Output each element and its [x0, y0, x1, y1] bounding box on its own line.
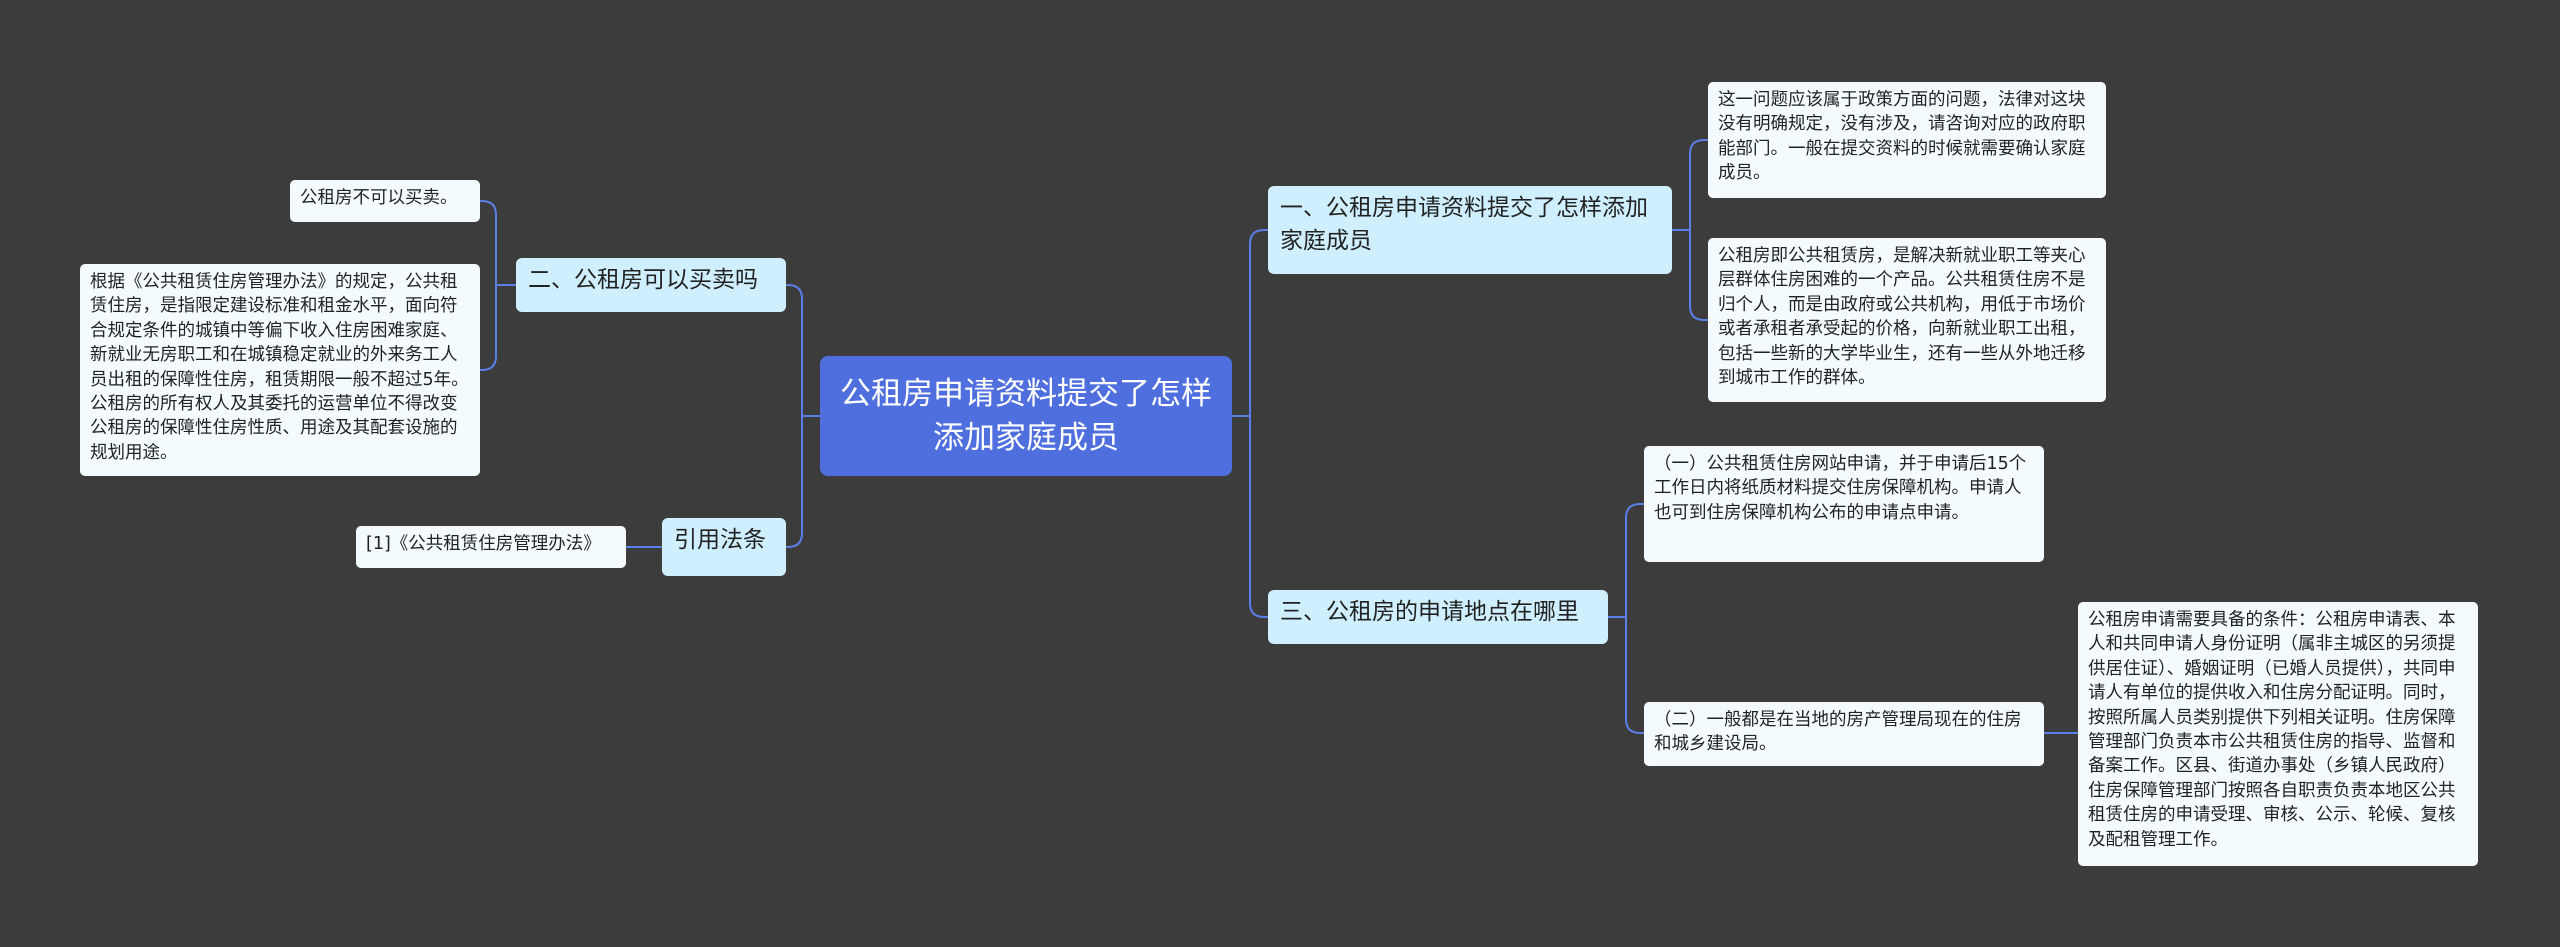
connector-branch1-leaf1 — [1672, 139, 1708, 231]
leaf-text: （一）公共租赁住房网站申请，并于申请后15个工作日内将纸质材料提交住房保障机构。… — [1654, 454, 2027, 523]
branch-node-1[interactable]: 一、公租房申请资料提交了怎样添加家庭成员 — [1268, 186, 1672, 274]
connector-branch3-leaf1 — [1608, 503, 1644, 618]
branch-label: 一、公租房申请资料提交了怎样添加家庭成员 — [1280, 195, 1648, 254]
connector-root-branch2 — [786, 284, 820, 417]
branch-label: 引用法条 — [674, 527, 766, 553]
leaf-node-2-1[interactable]: 公租房不可以买卖。 — [290, 180, 480, 222]
leaf-text: 公租房申请需要具备的条件：公租房申请表、本人和共同申请人身份证明（属非主城区的另… — [2088, 610, 2456, 850]
connector-root-branch3 — [1249, 416, 1268, 618]
leaf-text: 公租房即公共租赁房，是解决新就业职工等夹心层群体住房困难的一个产品。公共租赁住房… — [1718, 246, 2086, 389]
leaf-node-2-2[interactable]: 根据《公共租赁住房管理办法》的规定，公共租赁住房，是指限定建设标准和租金水平，面… — [80, 264, 480, 476]
leaf-text: [1]《公共租赁住房管理办法》 — [366, 534, 601, 554]
leaf-text: 根据《公共租赁住房管理办法》的规定，公共租赁住房，是指限定建设标准和租金水平，面… — [90, 272, 469, 463]
branch-node-4[interactable]: 引用法条 — [662, 518, 786, 576]
leaf-node-1-2[interactable]: 公租房即公共租赁房，是解决新就业职工等夹心层群体住房困难的一个产品。公共租赁住房… — [1708, 238, 2106, 402]
leaf-node-3-1[interactable]: （一）公共租赁住房网站申请，并于申请后15个工作日内将纸质材料提交住房保障机构。… — [1644, 446, 2044, 562]
leaf-node-1-1[interactable]: 这一问题应该属于政策方面的问题，法律对这块没有明确规定，没有涉及，请咨询对应的政… — [1708, 82, 2106, 198]
connector-branch2-leaf2 — [480, 285, 497, 371]
leaf-node-3-2-1[interactable]: 公租房申请需要具备的条件：公租房申请表、本人和共同申请人身份证明（属非主城区的另… — [2078, 602, 2478, 866]
leaf-text: （二）一般都是在当地的房产管理局现在的住房和城乡建设局。 — [1654, 710, 2022, 755]
branch-label: 二、公租房可以买卖吗 — [528, 267, 758, 293]
root-label: 公租房申请资料提交了怎样添加家庭成员 — [840, 376, 1212, 456]
leaf-node-4-1[interactable]: [1]《公共租赁住房管理办法》 — [356, 526, 626, 568]
root-node[interactable]: 公租房申请资料提交了怎样添加家庭成员 — [820, 356, 1232, 476]
leaf-text: 公租房不可以买卖。 — [300, 188, 458, 208]
connector-branch3-leaf2 — [1625, 617, 1644, 734]
connector-root-branch4 — [786, 416, 803, 548]
connector-branch2-leaf1 — [480, 200, 516, 286]
leaf-node-3-2[interactable]: （二）一般都是在当地的房产管理局现在的住房和城乡建设局。 — [1644, 702, 2044, 766]
branch-label: 三、公租房的申请地点在哪里 — [1280, 599, 1579, 625]
branch-node-3[interactable]: 三、公租房的申请地点在哪里 — [1268, 590, 1608, 644]
leaf-text: 这一问题应该属于政策方面的问题，法律对这块没有明确规定，没有涉及，请咨询对应的政… — [1718, 90, 2086, 184]
connector-branch1-leaf2 — [1689, 230, 1708, 321]
branch-node-2[interactable]: 二、公租房可以买卖吗 — [516, 258, 786, 312]
connector-root-branch1 — [1232, 229, 1268, 417]
